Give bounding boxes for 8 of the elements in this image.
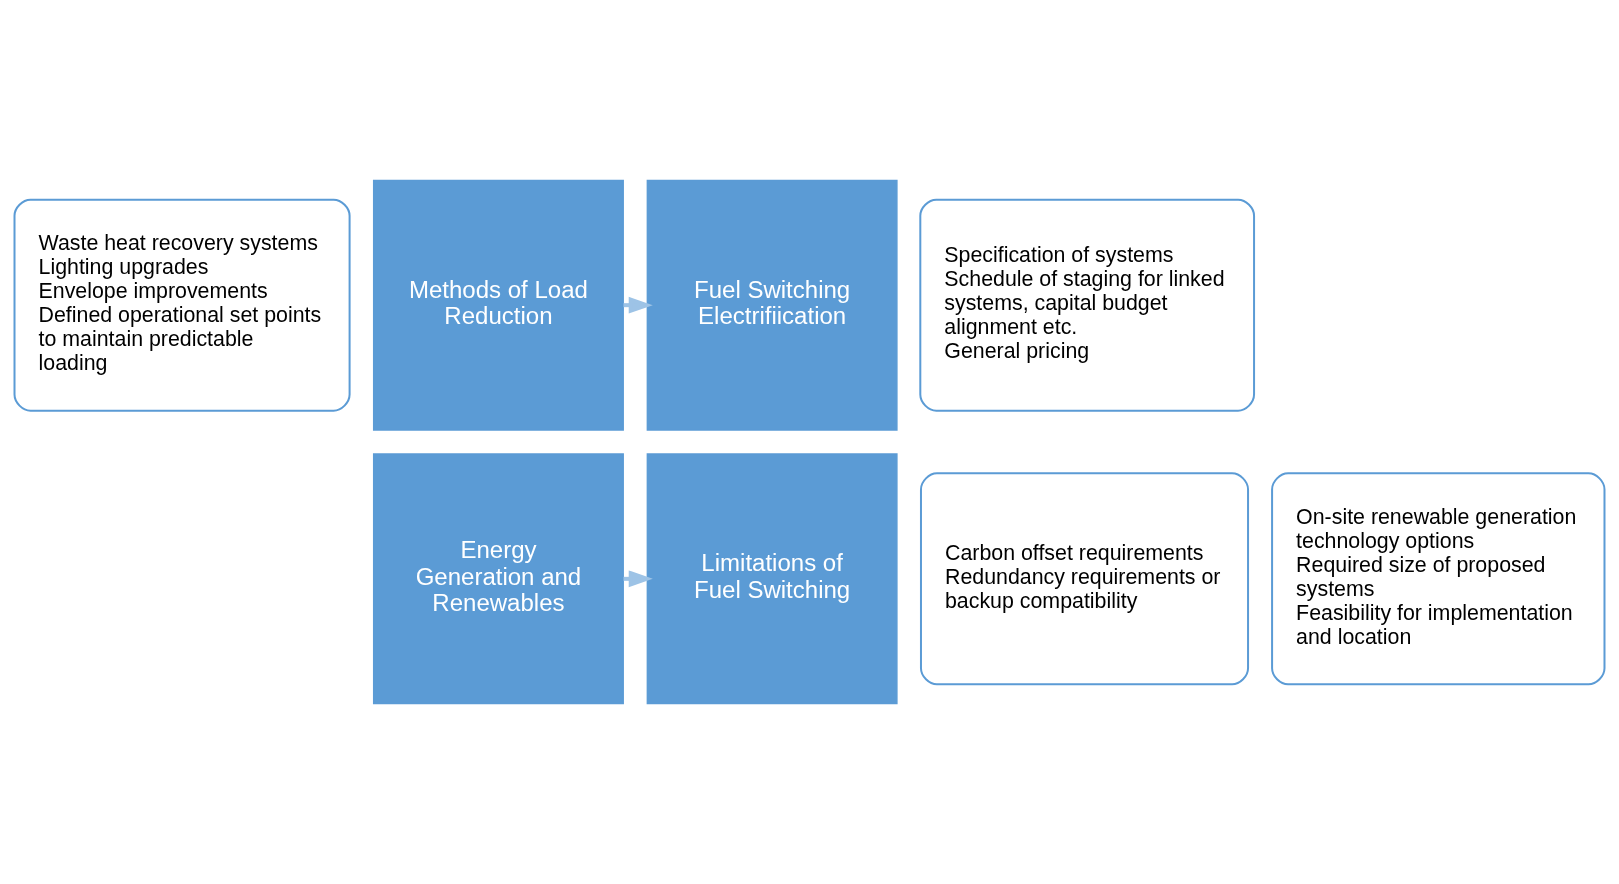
node-box: Waste heat recovery systems Lighting upgrades Envelope improvements Defined operational set points to maintain predictable loading	[13, 198, 351, 412]
node-box: Specification of systems Schedule of staging for linked systems, capital budget alignment etc. General pricing	[919, 198, 1256, 412]
node-box: Methods of Load Reduction	[372, 179, 624, 431]
node-box: On-site renewable generation technology options Required size of proposed systems Feasibility for implementation and location	[1271, 472, 1606, 686]
node-box: Fuel Switching Electrifiication	[646, 179, 898, 431]
node-box: Energy Generation and Renewables	[372, 453, 624, 705]
node-box: Carbon offset requirements Redundancy requirements or backup compatibility	[919, 472, 1250, 686]
node-box: Limitations of Fuel Switching	[646, 453, 898, 705]
